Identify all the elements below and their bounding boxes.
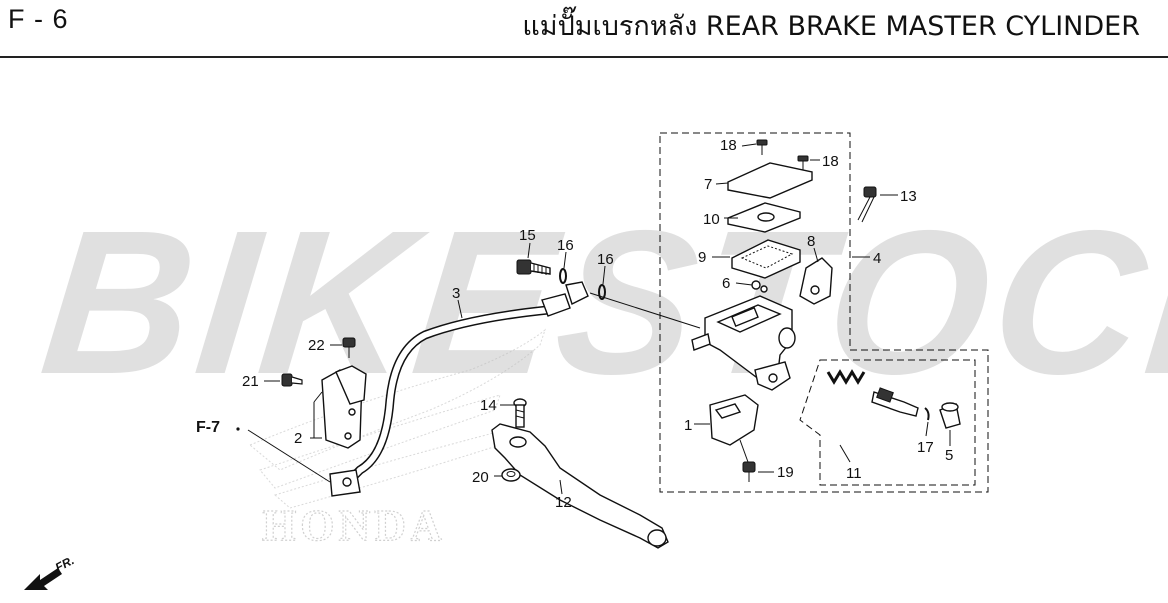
part-2-bracket: [321, 365, 367, 449]
callout-12: 12: [555, 494, 572, 511]
callout-2: 2: [294, 430, 302, 447]
front-direction-arrow: FR.: [24, 553, 76, 590]
honda-logo-text: HONDA: [262, 501, 446, 550]
part-6-clip: [751, 280, 768, 293]
callout-16b: 16: [597, 251, 614, 268]
page-code: F - 6: [8, 4, 69, 34]
header-divider: [0, 56, 1168, 58]
part-19-screw: [742, 461, 756, 482]
part-3-brake-hose: [346, 281, 589, 484]
assembly-11-frame: [799, 359, 976, 486]
callout-22: 22: [308, 337, 325, 354]
callout-11: 11: [846, 465, 862, 482]
callout-10: 10: [703, 211, 720, 228]
part-21-bolt: [281, 373, 303, 387]
callout-14: 14: [480, 397, 497, 414]
callout-leaders: [247, 143, 951, 495]
callout-6: 6: [722, 275, 730, 292]
section-reference-f7: F-7: [196, 419, 220, 436]
hose-clamp: [329, 469, 361, 497]
reference-dot: [236, 427, 240, 431]
callout-8: 8: [807, 233, 815, 250]
callout-9: 9: [698, 249, 706, 266]
page-title: แม่ปั๊มเบรกหลัง REAR BRAKE MASTER CYLIND…: [522, 11, 1140, 42]
callout-5: 5: [945, 447, 953, 464]
part-10-hole: [757, 212, 775, 222]
part-1-stop-switch: [709, 394, 759, 463]
callout-15: 15: [519, 227, 536, 244]
callout-1: 1: [684, 417, 692, 434]
part-14-pivot-bolt: [513, 398, 527, 428]
part-22-bolt: [342, 337, 356, 358]
callout-4: 4: [873, 250, 881, 267]
part-11-piston-spring: [826, 369, 866, 385]
part-16-washer-a: [559, 268, 567, 284]
part-12-brake-lever: [491, 423, 669, 549]
part-15-banjo-bolt: [516, 259, 551, 275]
callout-17: 17: [917, 439, 934, 456]
part-8-holder: [799, 257, 833, 305]
assembly-4-frame: [659, 132, 989, 493]
part-13-bolt: [857, 186, 877, 223]
part-16-washer-b: [598, 284, 606, 300]
callout-18b: 18: [822, 153, 839, 170]
part-11-piston: [871, 387, 919, 417]
part-18-screw-a: [756, 139, 768, 155]
part-4-master-cylinder-body: [691, 295, 796, 391]
callout-16a: 16: [557, 237, 574, 254]
honda-wing-logo: HONDA: [249, 328, 547, 551]
callout-21: 21: [242, 373, 259, 390]
part-5-boot: [939, 402, 961, 429]
part-18-screw-b: [797, 155, 809, 170]
part-17-circlip: [924, 407, 930, 421]
callout-18a: 18: [720, 137, 737, 154]
part-7-reservoir-cap: [727, 162, 813, 199]
callout-7: 7: [704, 176, 712, 193]
callout-19: 19: [777, 464, 794, 481]
callout-13: 13: [900, 188, 917, 205]
callout-3: 3: [452, 285, 460, 302]
callout-20: 20: [472, 469, 489, 486]
part-9-diaphragm: [731, 239, 801, 279]
